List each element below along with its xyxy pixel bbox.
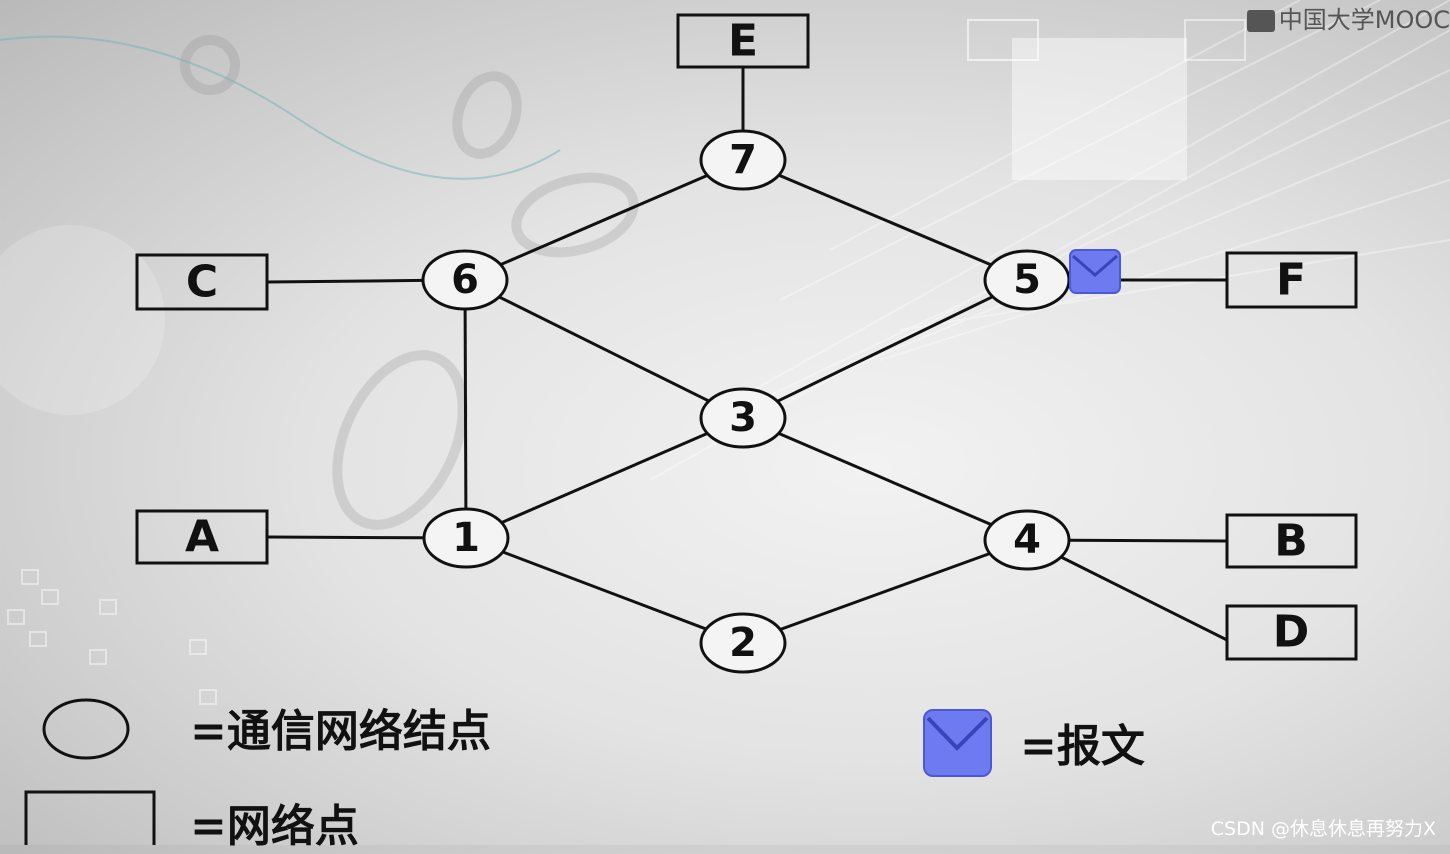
node-1: 1 [422, 507, 510, 569]
legend-envelope-icon [923, 709, 992, 777]
svg-text:E: E [728, 16, 758, 67]
svg-text:5: 5 [1013, 257, 1041, 303]
link-n7-n5 [778, 173, 992, 267]
svg-text:1: 1 [452, 515, 480, 561]
svg-text:D: D [1273, 607, 1310, 658]
host-B: B [1225, 513, 1358, 569]
svg-text:2: 2 [729, 620, 757, 666]
node-3: 3 [699, 387, 787, 449]
svg-text:F: F [1276, 255, 1306, 306]
link-A-n1 [266, 535, 425, 540]
link-n1-n2 [502, 550, 707, 631]
link-n2-n4 [779, 552, 991, 631]
svg-text:A: A [185, 512, 219, 563]
host-D: D [1225, 604, 1358, 661]
legend-message-label: =报文 [1020, 721, 1145, 772]
csdn-watermark: CSDN @休息休息再努力X [1210, 818, 1436, 840]
svg-text:7: 7 [729, 137, 757, 183]
message-envelope-icon [1069, 249, 1121, 294]
legend-node-label: =通信网络结点 [190, 706, 491, 757]
svg-text:4: 4 [1013, 517, 1041, 563]
node-5: 5 [983, 249, 1071, 311]
link-n1-n3 [500, 432, 709, 524]
link-n7-n6 [500, 173, 708, 267]
link-n6-n3 [498, 295, 710, 403]
host-A: A [135, 509, 269, 565]
link-n4-B [1068, 538, 1228, 543]
host-E: E [676, 13, 810, 69]
link-n5-n3 [776, 295, 994, 403]
node-7: 7 [699, 129, 787, 191]
node-4: 4 [983, 509, 1071, 571]
legend-host-label: =网络点 [190, 801, 359, 852]
mooc-logo: 中国大学MOOC [1246, 0, 1450, 35]
host-F: F [1225, 251, 1358, 309]
node-2: 2 [699, 612, 787, 674]
svg-text:6: 6 [451, 257, 479, 303]
svg-text:B: B [1274, 516, 1308, 567]
svg-text:3: 3 [729, 395, 757, 441]
mooc-logo-text: 中国大学MOOC [1278, 6, 1450, 34]
node-6: 6 [421, 249, 509, 311]
links-layer [266, 67, 1228, 642]
legend-node-symbol [42, 698, 130, 760]
link-C-n6 [266, 278, 424, 284]
legend-host-symbol [24, 790, 156, 845]
svg-text:C: C [186, 257, 218, 308]
link-n6-n1 [463, 308, 468, 510]
mooc-logo-icon [1246, 10, 1275, 32]
host-C: C [135, 253, 269, 311]
link-n3-n4 [778, 431, 992, 527]
link-n4-D [1060, 555, 1228, 642]
